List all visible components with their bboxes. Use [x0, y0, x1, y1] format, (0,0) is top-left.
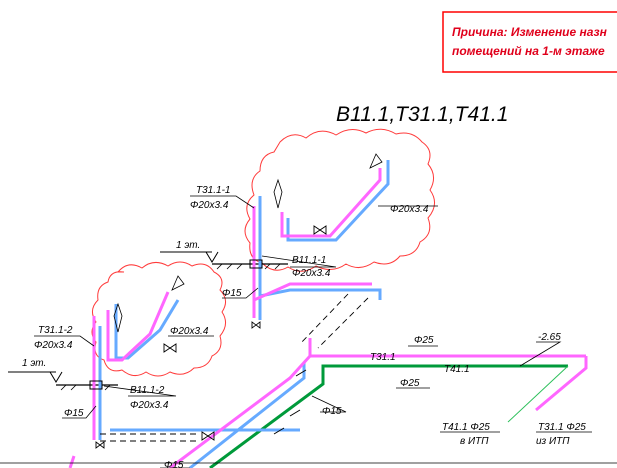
label-phi15-d: Φ15 — [164, 460, 184, 468]
floor-mark-lower: 1 эт. — [8, 358, 118, 391]
revision-cloud-upper — [244, 128, 435, 272]
label-t41-itp-1: T41.1 Φ25 — [442, 422, 490, 433]
label-pipe-t31: T31.1 — [370, 352, 396, 363]
pipe-t31 — [68, 168, 588, 468]
leader-t41-itp — [507, 365, 569, 423]
revision-note: Причина: Изменение назн помещений на 1-м… — [442, 11, 617, 73]
label-pipe-t41: T41.1 — [444, 364, 470, 375]
revision-note-line1: Причина: Изменение назн — [452, 25, 608, 39]
label-phi25-b: Φ25 — [400, 378, 420, 389]
label-phi15-b: Φ15 — [64, 408, 84, 419]
floor-mark-upper: 1 эт. — [160, 240, 288, 270]
label-phi15-a: Φ15 — [222, 288, 242, 299]
floor-label-lower: 1 эт. — [22, 358, 46, 369]
fitting-marks — [89, 259, 307, 435]
label-b11-1-2: B11.1-2 — [130, 385, 165, 396]
label-phi20-e: Φ20x3.4 — [34, 340, 73, 351]
label-t31-itp-1: T31.1 Φ25 — [538, 422, 586, 433]
label-t31-itp-2: из ИТП — [536, 436, 570, 447]
label-phi15-c: Φ15 — [322, 406, 342, 417]
label-t41-itp-2: в ИТП — [460, 436, 489, 447]
revision-note-frame — [442, 11, 617, 73]
label-t31-1-1: T31.1-1 — [196, 185, 230, 196]
label-phi20-d: Φ20x3.4 — [170, 326, 209, 337]
label-phi25-a: Φ25 — [414, 335, 434, 346]
revision-cloud-lower — [91, 261, 226, 377]
pipe-t41 — [209, 364, 568, 468]
label-phi20-c: Φ20x3.4 — [292, 268, 331, 279]
floor-label-upper: 1 эт. — [176, 240, 200, 251]
label-phi20-a: Φ20x3.4 — [190, 200, 229, 211]
label-phi20-b: Φ20x3.4 — [390, 204, 429, 215]
label-phi20-f: Φ20x3.4 — [130, 400, 169, 411]
label-level: -2.65 — [538, 332, 561, 343]
drawing-title: B11.1,T31.1,T41.1 — [336, 103, 508, 126]
faucet-symbols — [113, 153, 383, 333]
valve-symbols — [95, 225, 327, 449]
label-b11-1-1: B11.1-1 — [292, 255, 326, 266]
revision-note-line2: помещений на 1-м этаже — [452, 44, 605, 58]
dashed-connectors — [100, 293, 369, 442]
pipe-b11 — [98, 160, 390, 468]
leader-lines — [34, 195, 592, 468]
label-t31-1-2: T31.1-2 — [38, 325, 73, 336]
